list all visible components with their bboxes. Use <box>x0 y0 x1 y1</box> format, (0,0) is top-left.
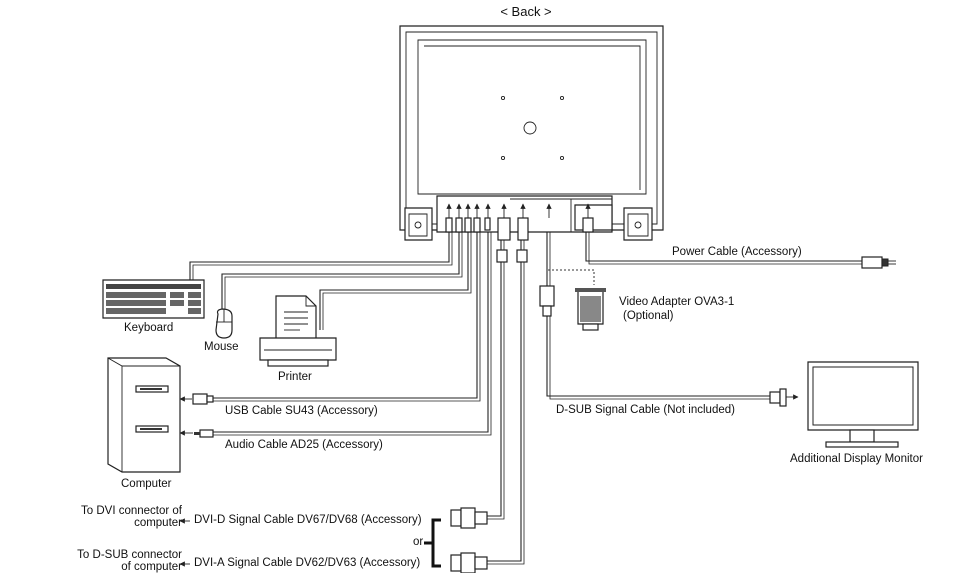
dvi-d-connector-icon <box>450 507 488 529</box>
dsub-connector-label-1: To D-SUB connector <box>77 549 182 561</box>
keyboard-cable <box>189 232 453 282</box>
printer-icon <box>259 295 337 367</box>
power-cable-line <box>585 232 862 265</box>
audio-plug-icon <box>179 429 214 438</box>
dsub-cable-label: D-SUB Signal Cable (Not included) <box>556 404 735 416</box>
dvi-plugs-at-monitor <box>496 249 528 263</box>
dvi-a-cable-label: DVI-A Signal Cable DV62/DV63 (Accessory) <box>194 557 421 569</box>
dvi-d-cable-line <box>487 240 505 520</box>
dsub-connector-label-2: of computer <box>121 561 182 573</box>
dvi-a-connector-icon <box>450 552 488 573</box>
computer-label: Computer <box>121 478 172 490</box>
dvi-left-arrows <box>179 518 190 567</box>
additional-monitor-icon <box>807 361 919 448</box>
or-bracket <box>424 518 441 568</box>
usb-cable-line <box>213 232 481 402</box>
dvi-a-cable-line <box>487 240 525 565</box>
dvi-d-cable-label: DVI-D Signal Cable DV67/DV68 (Accessory) <box>194 514 422 526</box>
video-adapter-label-2: (Optional) <box>623 310 674 322</box>
video-adapter-icon <box>575 288 606 331</box>
power-cable-label: Power Cable (Accessory) <box>672 246 802 258</box>
audio-cable-line <box>213 232 492 436</box>
mouse-label: Mouse <box>204 341 239 353</box>
port-arrows <box>446 203 591 218</box>
keyboard-icon <box>102 279 205 319</box>
printer-label: Printer <box>278 371 312 383</box>
dvi-connector-label-2: computer <box>134 517 182 529</box>
or-label: or <box>413 536 424 548</box>
adapter-dotted-link <box>548 269 595 285</box>
dvi-connector-label-1: To DVI connector of <box>81 505 182 517</box>
power-plug-icon <box>861 256 896 269</box>
dsub-adapter-plug-icon <box>539 285 555 317</box>
additional-monitor-label: Additional Display Monitor <box>790 453 923 465</box>
printer-cable <box>319 232 472 330</box>
monitor-back <box>399 25 664 241</box>
mouse-icon <box>215 308 233 339</box>
video-adapter-label-1: Video Adapter OVA3-1 <box>619 296 735 308</box>
keyboard-label: Keyboard <box>124 322 174 334</box>
mouse-cable <box>221 232 463 312</box>
computer-icon <box>107 357 181 473</box>
back-view-title: < Back > <box>500 4 552 19</box>
usb-plug-icon <box>179 393 214 405</box>
dsub-plug-at-monitor-icon <box>769 388 799 407</box>
audio-cable-label: Audio Cable AD25 (Accessory) <box>225 439 383 451</box>
usb-cable-label: USB Cable SU43 (Accessory) <box>225 405 378 417</box>
